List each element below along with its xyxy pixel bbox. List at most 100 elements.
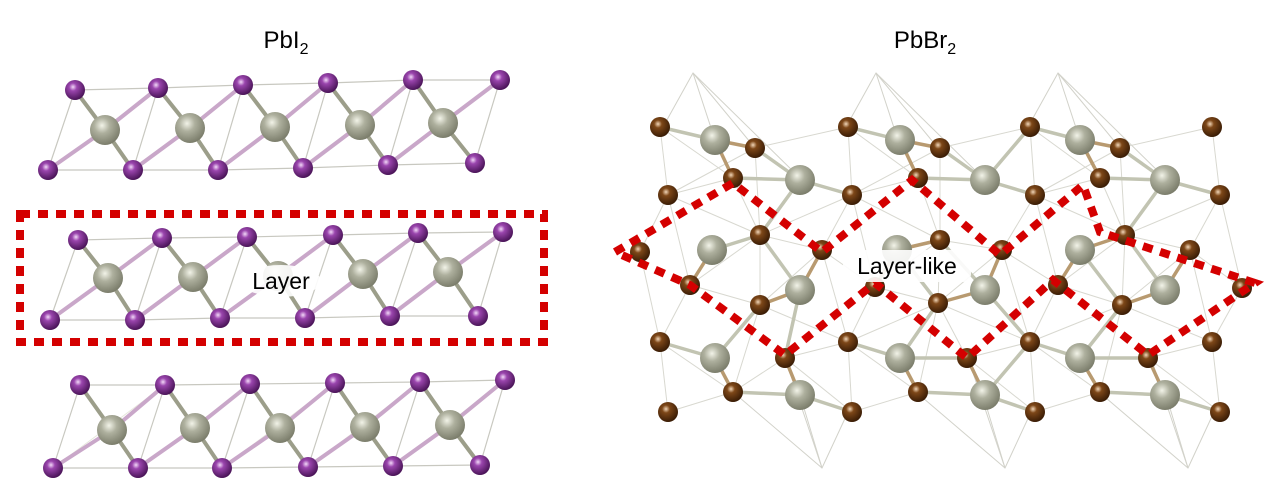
bromine-atom bbox=[1110, 138, 1130, 158]
lead-atom bbox=[785, 275, 815, 305]
polyhedron-edge bbox=[1029, 341, 1036, 413]
polyhedron-edge bbox=[134, 317, 221, 321]
bromine-atom bbox=[930, 138, 950, 158]
bromine-atom bbox=[650, 117, 670, 137]
polyhedron-edge bbox=[732, 304, 761, 393]
polyhedron-edge bbox=[875, 72, 984, 179]
polyhedron-edge bbox=[875, 72, 939, 149]
pbi2-title: PbI2 bbox=[264, 27, 309, 58]
polyhedron-edge bbox=[1001, 194, 1036, 251]
iodine-atom bbox=[123, 160, 143, 180]
iodine-atom bbox=[38, 160, 58, 180]
polyhedron-edge bbox=[847, 126, 919, 179]
lead-atom bbox=[260, 112, 290, 142]
pbbr2-title: PbBr2 bbox=[894, 27, 956, 58]
polyhedron-edge bbox=[917, 177, 941, 241]
bromine-atom bbox=[745, 138, 765, 158]
polyhedron-edge bbox=[1121, 304, 1213, 343]
polyhedron-edge bbox=[417, 231, 504, 234]
polyhedron-edge bbox=[332, 232, 419, 236]
polyhedron-edge bbox=[692, 72, 801, 179]
polyhedron-edge bbox=[732, 391, 823, 469]
polyhedron-edge bbox=[1001, 249, 1059, 286]
polyhedron-edge bbox=[1124, 194, 1221, 236]
polyhedron-edge bbox=[662, 72, 694, 128]
layer-like-label-background bbox=[843, 250, 971, 282]
polyhedron-edge bbox=[659, 341, 669, 413]
polyhedron-edge bbox=[49, 239, 79, 321]
iodine-atom bbox=[380, 306, 400, 326]
iodine-atom bbox=[298, 457, 318, 477]
polyhedron-edge bbox=[874, 286, 939, 304]
bromine-atom bbox=[630, 242, 650, 262]
polyhedron-edge bbox=[667, 147, 756, 196]
iodine-atom bbox=[403, 70, 423, 90]
polyhedron-edge bbox=[689, 284, 761, 306]
iodine-atom bbox=[208, 160, 228, 180]
polyhedron-edge bbox=[639, 194, 669, 253]
iodine-atom bbox=[490, 70, 510, 90]
polyhedron-edge bbox=[732, 177, 761, 236]
layer-like-highlight-outline bbox=[606, 174, 1265, 364]
polyhedron-edge bbox=[1099, 304, 1123, 393]
lead-atom bbox=[700, 343, 730, 373]
polyhedron-edge bbox=[851, 194, 941, 241]
bromine-atom bbox=[650, 332, 670, 352]
iodine-atom bbox=[240, 374, 260, 394]
iodine-atom bbox=[237, 227, 257, 247]
bromine-atom bbox=[1090, 382, 1110, 402]
polyhedron-edge bbox=[474, 79, 501, 164]
polyhedron-edge bbox=[132, 87, 159, 171]
polyhedron-edge bbox=[307, 382, 336, 468]
polyhedron-edge bbox=[161, 236, 248, 239]
lead-atom bbox=[1065, 235, 1095, 265]
lead-atom bbox=[1150, 275, 1180, 305]
polyhedron-edge bbox=[847, 341, 919, 393]
iodine-atom bbox=[43, 458, 63, 478]
bromine-atom bbox=[1202, 332, 1222, 352]
bromine-atom bbox=[1020, 332, 1040, 352]
lead-atom bbox=[180, 413, 210, 443]
polyhedron-edge bbox=[334, 381, 421, 384]
polyhedron-edge bbox=[784, 341, 849, 359]
polyhedron-edge bbox=[1098, 391, 1189, 469]
polyhedron-edge bbox=[302, 82, 329, 169]
iodine-atom bbox=[40, 310, 60, 330]
bromine-atom bbox=[1090, 168, 1110, 188]
lead-atom bbox=[97, 415, 127, 445]
lead-atom bbox=[697, 235, 727, 265]
bromine-atom bbox=[658, 185, 678, 205]
polyhedron-edge bbox=[939, 126, 1031, 149]
polyhedron-edge bbox=[249, 382, 336, 385]
bromine-atom bbox=[1202, 117, 1222, 137]
polyhedron-edge bbox=[1001, 249, 1031, 343]
lead-atom bbox=[785, 165, 815, 195]
polyhedron-edge bbox=[1189, 194, 1221, 251]
layer-label: Layer bbox=[252, 268, 310, 294]
iodine-atom bbox=[295, 308, 315, 328]
iodine-atom bbox=[325, 373, 345, 393]
polyhedron-edge bbox=[917, 302, 939, 393]
lead-atom bbox=[1065, 343, 1095, 373]
polyhedron-edge bbox=[659, 126, 734, 179]
polyhedron-edge bbox=[392, 381, 421, 467]
polyhedron-edge bbox=[784, 357, 853, 413]
bromine-atom bbox=[908, 382, 928, 402]
polyhedron-edge bbox=[1029, 341, 1101, 393]
polyhedron-edge bbox=[847, 341, 853, 413]
bromine-atom bbox=[1025, 402, 1045, 422]
lead-atom bbox=[90, 115, 120, 145]
lead-atom bbox=[175, 113, 205, 143]
lead-atom bbox=[885, 343, 915, 373]
polyhedron-edge bbox=[1121, 234, 1126, 306]
polyhedron-edge bbox=[1034, 194, 1126, 236]
polyhedron-edge bbox=[242, 82, 329, 86]
bromine-atom bbox=[1020, 117, 1040, 137]
polyhedron-edge bbox=[392, 464, 481, 467]
polyhedron-edge bbox=[1029, 304, 1123, 343]
bromine-atom bbox=[842, 185, 862, 205]
polyhedron-edge bbox=[1187, 411, 1215, 469]
polyhedron-edge bbox=[821, 411, 849, 469]
polyhedron-edge bbox=[74, 87, 159, 91]
bromine-atom bbox=[928, 293, 948, 313]
